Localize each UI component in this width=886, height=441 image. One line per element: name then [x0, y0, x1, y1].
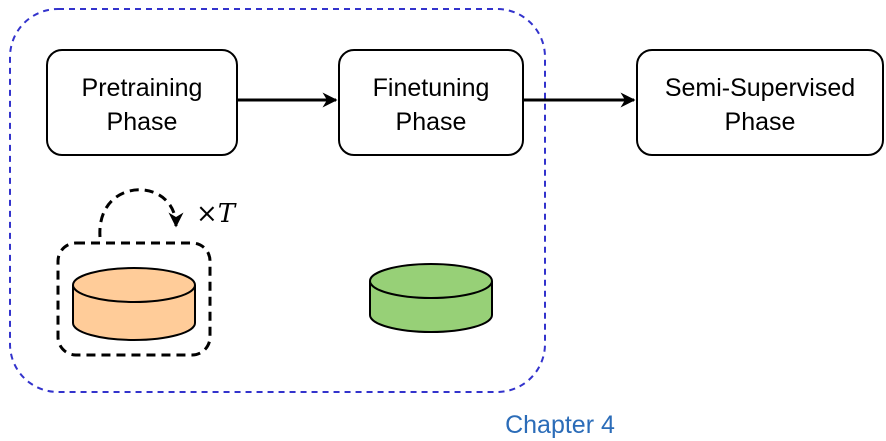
chapter-group-border: [9, 8, 546, 393]
finetuning-phase-label-line2: Phase: [396, 108, 467, 136]
repeat-loop-arrow-icon: [98, 188, 184, 238]
semi-supervised-phase-box: Semi-Supervised Phase: [636, 49, 884, 156]
finetuning-phase-box: Finetuning Phase: [338, 49, 524, 156]
semi-supervised-phase-label-line2: Phase: [725, 108, 796, 136]
pretraining-database-icon: [72, 267, 196, 341]
finetuning-database-icon: [369, 263, 493, 333]
pretraining-repeat-box: [56, 241, 212, 357]
pretraining-phase-label-line2: Phase: [107, 108, 178, 136]
finetuning-phase-label-line1: Finetuning: [373, 74, 490, 102]
pretraining-phase-box: Pretraining Phase: [46, 49, 238, 156]
semi-supervised-phase-label-line1: Semi-Supervised: [665, 74, 855, 102]
chapter-label: Chapter 4: [505, 411, 615, 439]
repeat-count-label: ×T: [196, 199, 237, 229]
pretraining-phase-label-line1: Pretraining: [82, 74, 203, 102]
